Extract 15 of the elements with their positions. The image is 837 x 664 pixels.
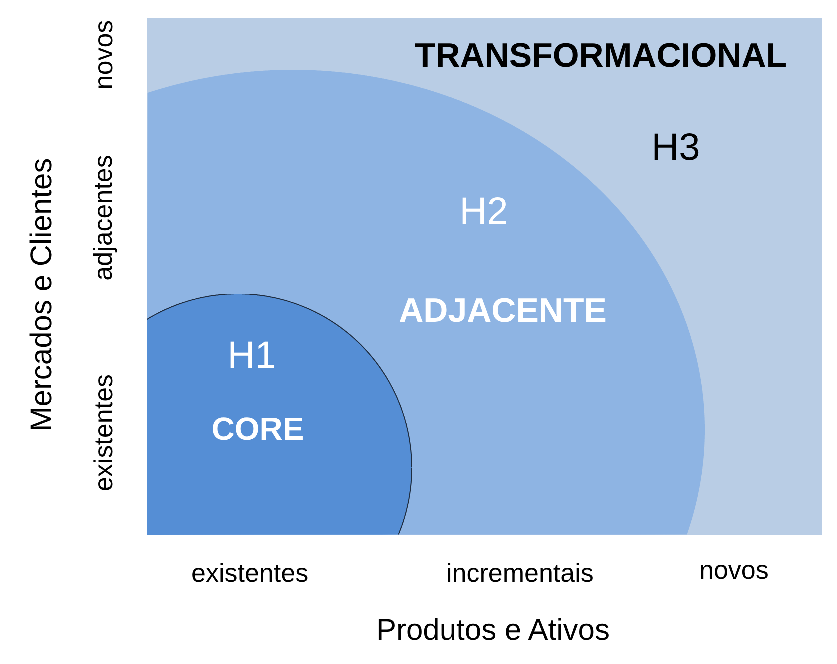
axis-title: Mercados e Clientes [27, 158, 58, 432]
area-title: CORE [212, 413, 304, 445]
axis-tick-label: existentes [192, 560, 309, 586]
horizon-label: H2 [460, 193, 508, 231]
area-title: TRANSFORMACIONAL [414, 39, 788, 73]
axis-tick-label: novos [700, 557, 769, 583]
area-title: ADJACENTE [399, 294, 607, 328]
horizon-label: H1 [228, 337, 276, 375]
axis-tick-label: adjacentes [90, 155, 116, 281]
axis-tick-label: incrementais [446, 560, 594, 586]
horizon-area [147, 18, 822, 535]
axis-title: Produtos e Ativos [376, 616, 610, 646]
horizon-label: H3 [652, 129, 700, 167]
axis-tick-label: existentes [90, 374, 116, 492]
axis-tick-label: novos [90, 20, 116, 90]
